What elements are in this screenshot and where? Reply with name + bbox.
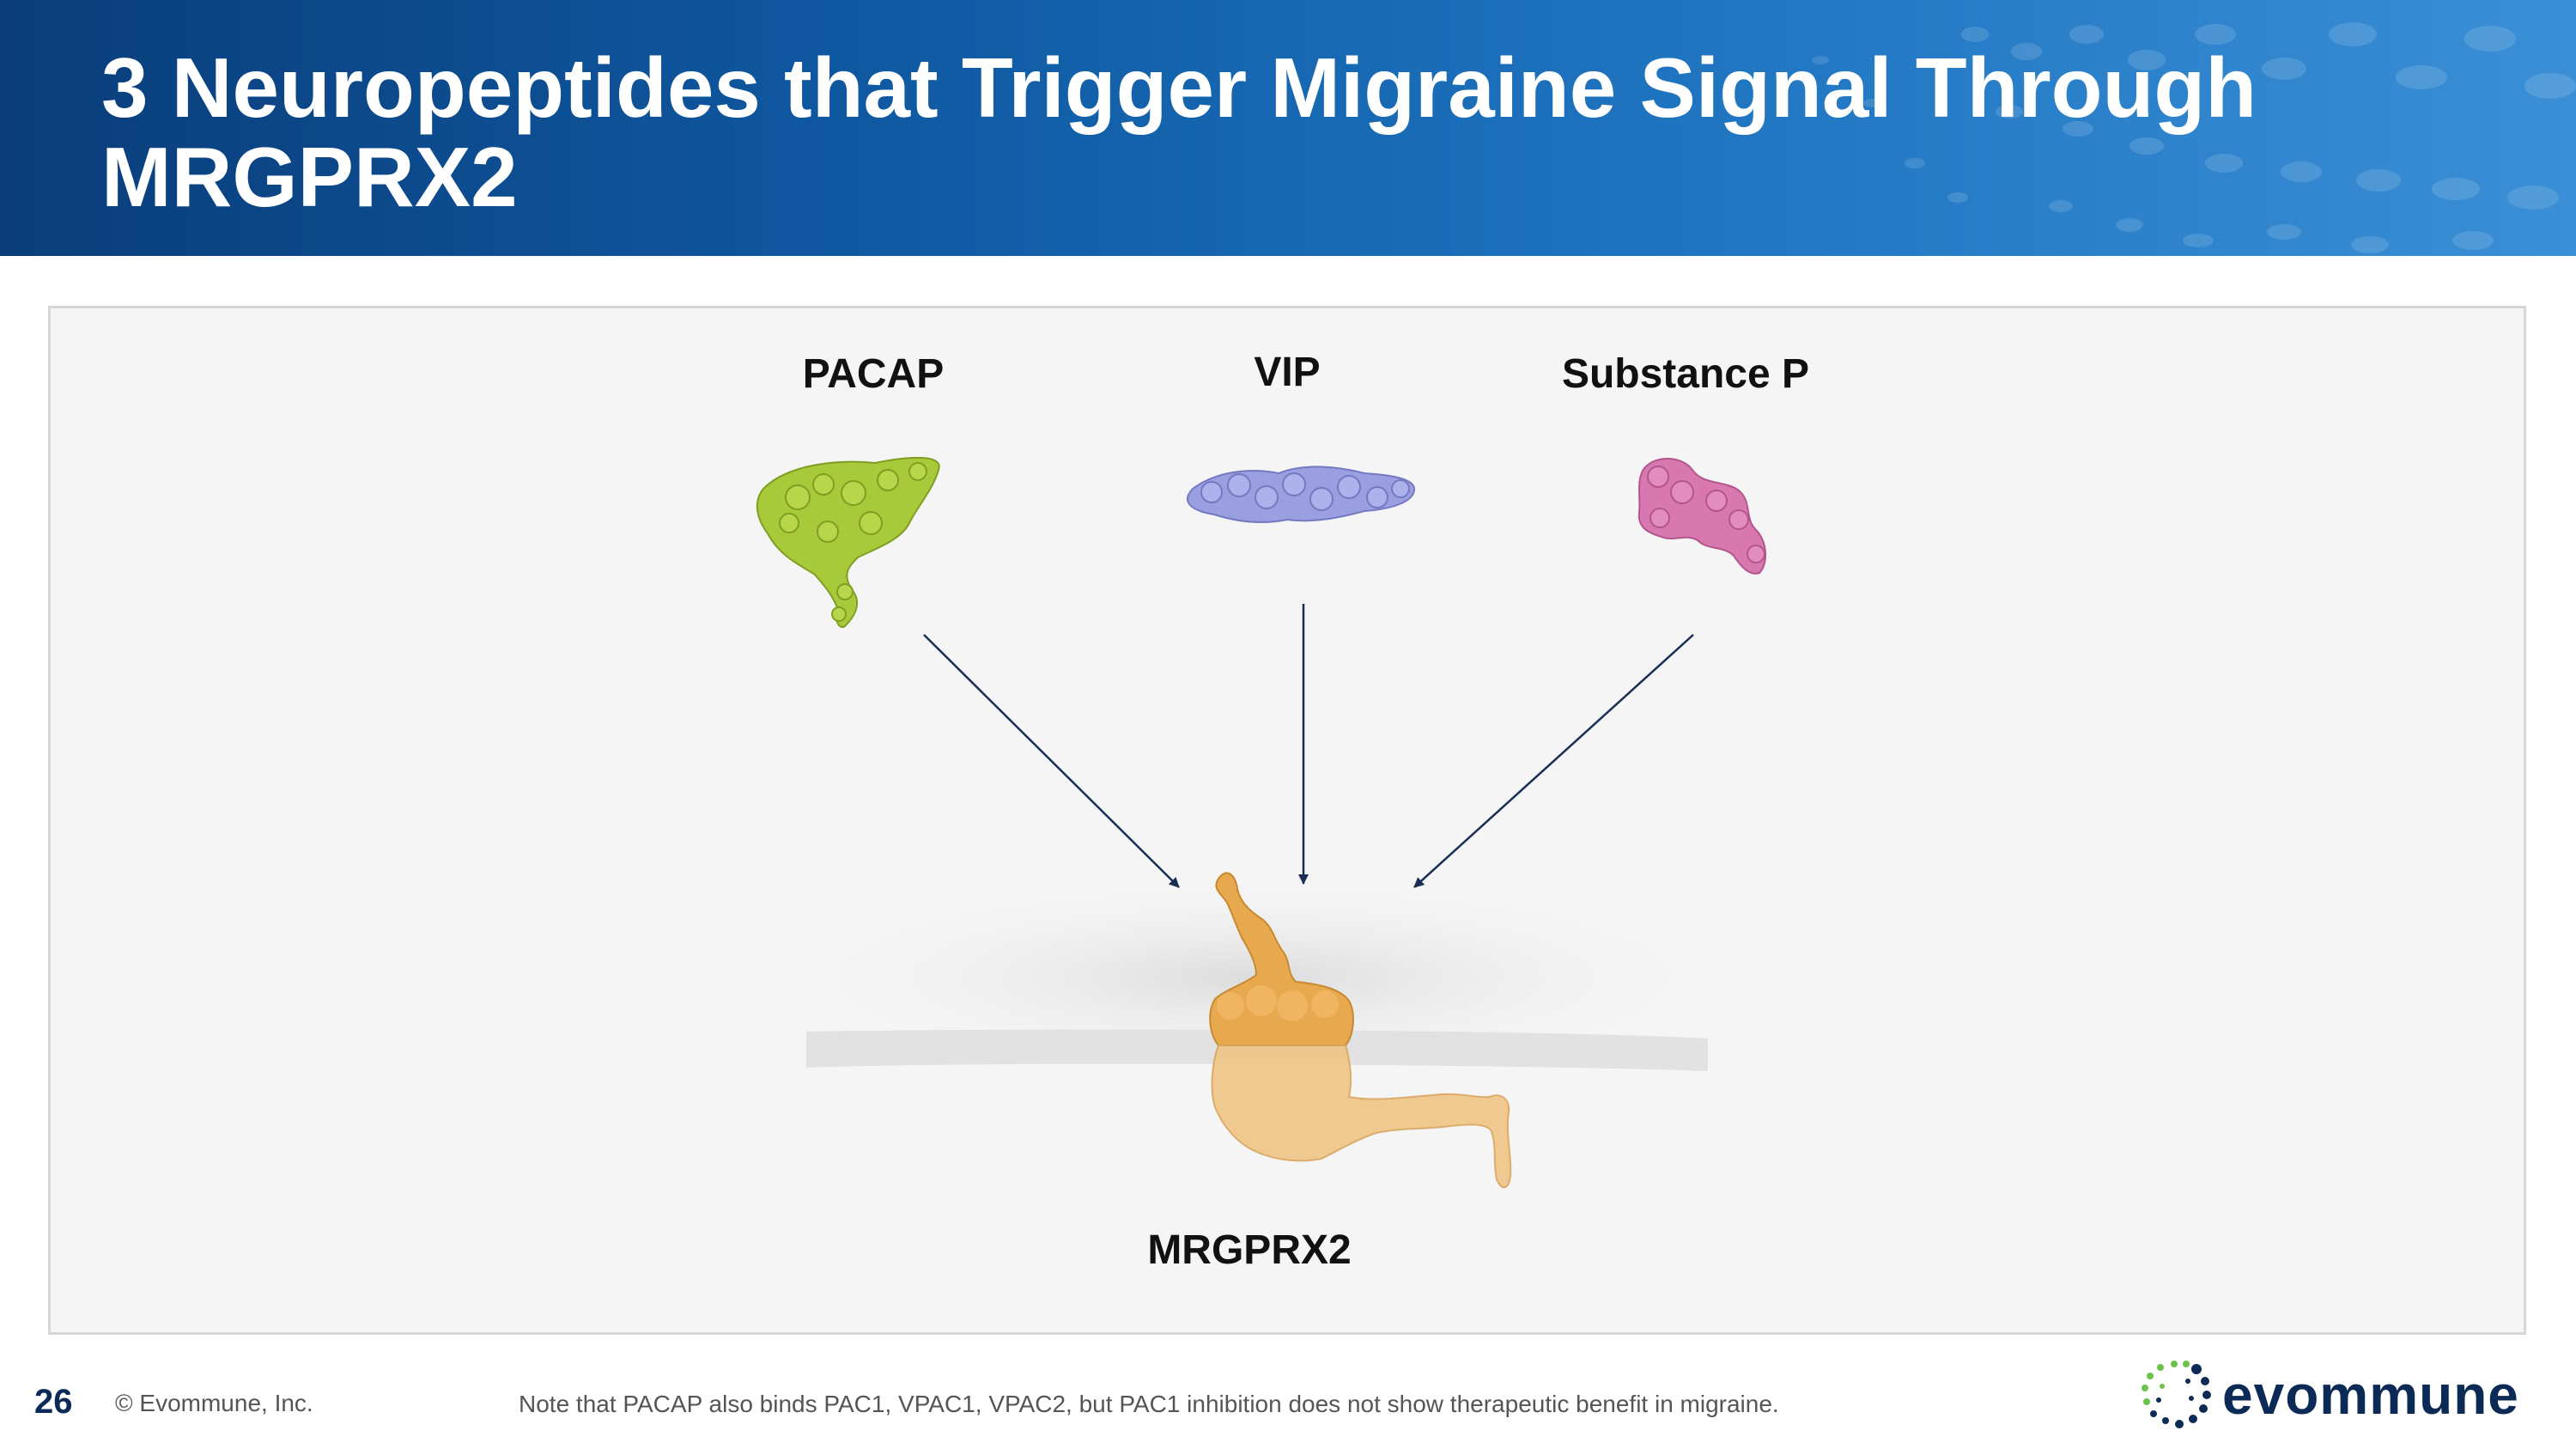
diagram-panel: PACAP VIP Substance P <box>48 306 2526 1335</box>
footnote-text: Note that PACAP also binds PAC1, VPAC1, … <box>519 1391 1779 1417</box>
pacap-molecule-icon <box>756 456 940 629</box>
page-number: 26 <box>34 1383 73 1421</box>
evommune-logo-mark-icon <box>2142 1361 2211 1428</box>
ligand-label-pacap: PACAP <box>803 351 944 397</box>
arrow-pacap-to-receptor <box>923 634 1180 888</box>
ligand-label-substance-p: Substance P <box>1562 351 1809 397</box>
logo-wordmark: evommune <box>2222 1364 2519 1426</box>
receptor-label: MRGPRX2 <box>1147 1227 1351 1273</box>
substance-p-molecule-icon <box>1637 457 1766 575</box>
ligand-label-vip: VIP <box>1254 350 1320 395</box>
copyright-text: © Evommune, Inc. <box>115 1390 313 1416</box>
vip-molecule-icon <box>1187 466 1415 523</box>
evommune-logo: evommune <box>2136 1361 2540 1429</box>
slide-title: 3 Neuropeptides that Trigger Migraine Si… <box>101 40 2257 224</box>
mrgprx2-receptor-icon <box>1209 872 1512 1189</box>
neuropeptide-diagram: PACAP VIP Substance P <box>756 350 1809 1273</box>
arrow-substance-p-to-receptor <box>1413 634 1694 888</box>
slide-header: 3 Neuropeptides that Trigger Migraine Si… <box>0 0 2576 256</box>
dot-pattern-decoration <box>1812 22 2576 253</box>
